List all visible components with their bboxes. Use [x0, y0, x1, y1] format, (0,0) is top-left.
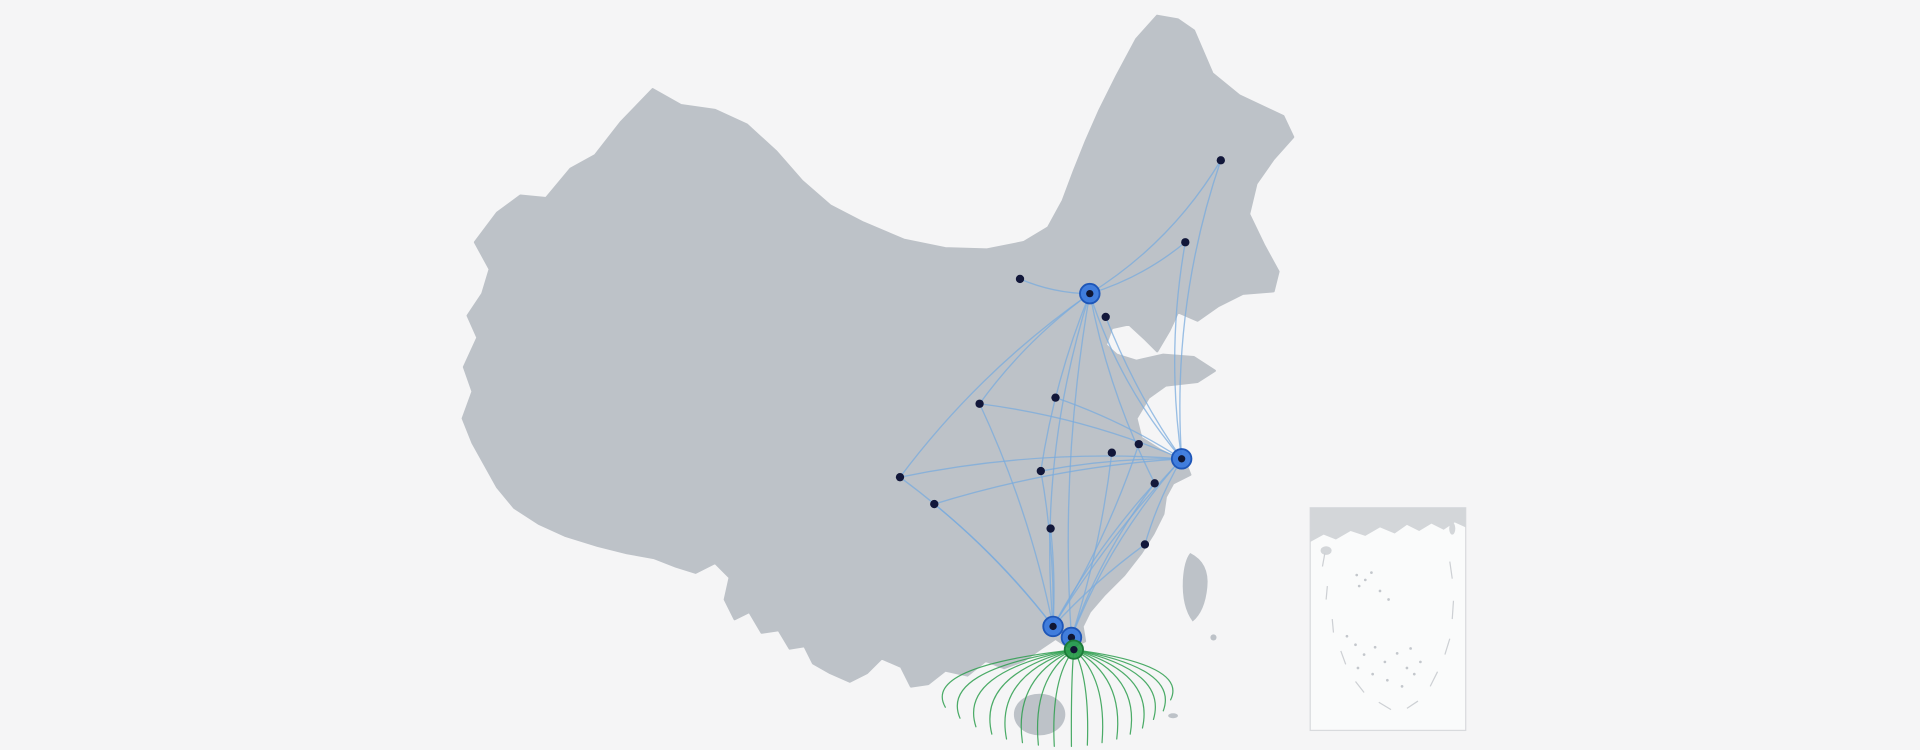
green-route-0 — [941, 649, 1075, 708]
inset-nine-dash-segment — [1321, 552, 1326, 567]
city-dot-xian[interactable] — [975, 399, 984, 408]
inset-island-dot — [1387, 598, 1390, 601]
inset-nine-dash-segment — [1406, 700, 1419, 709]
flight-route-beijing-guangzhou — [1049, 292, 1091, 628]
inset-island-dot — [1345, 634, 1349, 638]
city-dot-shenyang[interactable] — [1181, 238, 1190, 247]
flight-route-shanghai-chongqing — [933, 458, 1183, 505]
flight-route-shanghai-shenyang — [1174, 241, 1186, 460]
inset-hainan-shape — [1320, 546, 1332, 555]
south-china-sea-inset — [1309, 507, 1467, 732]
inset-island-dot — [1357, 584, 1361, 588]
inset-nine-dash-segment — [1378, 701, 1392, 711]
green-route-5 — [1020, 649, 1075, 744]
mainland-china-shape — [461, 14, 1295, 688]
inset-nine-dash-segment — [1340, 650, 1347, 665]
inset-island-dot — [1412, 672, 1416, 676]
inset-island-dot — [1378, 589, 1382, 593]
flight-route-guangzhou-nanjing — [1052, 443, 1140, 628]
flight-route-guangzhou-hangzhou — [1052, 482, 1156, 628]
green-route-11 — [1073, 649, 1119, 740]
flight-route-shanghai-zhengzhou — [1054, 396, 1183, 460]
inset-nine-dash-segment — [1325, 585, 1328, 600]
small-island-shape — [1210, 634, 1217, 641]
green-route-13 — [1073, 649, 1145, 729]
hub-center-dot-shenzhen[interactable] — [1067, 633, 1076, 642]
city-dot-changsha[interactable] — [1046, 524, 1055, 533]
small-island-shape — [1168, 713, 1178, 719]
green-route-15 — [1073, 649, 1166, 712]
flight-route-shenzhen-hangzhou — [1070, 482, 1156, 639]
green-route-10 — [1073, 649, 1104, 744]
inset-island-dot — [1409, 647, 1412, 650]
green-route-14 — [1073, 649, 1156, 721]
city-dot-hefei[interactable] — [1107, 448, 1116, 457]
taiwan-island-shape — [1182, 553, 1208, 622]
green-route-2 — [973, 649, 1075, 728]
flight-route-shanghai-xian — [978, 403, 1183, 460]
inset-nine-dash-segment — [1451, 600, 1455, 620]
hub-center-dot-shanghai[interactable] — [1177, 455, 1186, 463]
city-dot-harbin[interactable] — [1216, 156, 1225, 165]
green-route-8 — [1070, 649, 1075, 747]
hub-center-dot-guangzhou[interactable] — [1049, 622, 1057, 631]
flight-route-guangzhou-xian — [978, 403, 1054, 628]
inset-island-dot — [1386, 678, 1389, 682]
inset-island-dot — [1400, 685, 1404, 688]
flight-route-beijing-wuhan — [1040, 292, 1091, 472]
city-dot-fuzhou[interactable] — [1140, 540, 1150, 549]
inset-taiwan-shape — [1449, 522, 1456, 535]
city-dot-wuhan[interactable] — [1036, 466, 1045, 476]
inset-nine-dash-segment — [1429, 671, 1439, 687]
inset-nine-dash-segment — [1444, 638, 1451, 655]
inset-island-dot — [1363, 578, 1367, 582]
city-dot-chengdu[interactable] — [895, 473, 905, 482]
hub-center-dot-hongkong[interactable] — [1070, 646, 1078, 654]
green-route-3 — [989, 649, 1075, 735]
inset-island-dot — [1371, 672, 1374, 676]
inset-island-dot — [1395, 651, 1399, 655]
flight-route-beijing-chengdu — [899, 292, 1091, 478]
inset-island-dot — [1356, 666, 1360, 670]
flight-route-shanghai-harbin — [1179, 159, 1222, 460]
flight-route-shanghai-shenzhen — [1070, 458, 1183, 639]
inset-nine-dash-segment — [1355, 681, 1365, 693]
city-dot-hohhot[interactable] — [1015, 274, 1025, 284]
flight-route-shenzhen-hefei — [1070, 452, 1113, 639]
inset-island-dot — [1370, 571, 1373, 574]
city-dot-hangzhou[interactable] — [1150, 479, 1159, 488]
city-dot-chongqing[interactable] — [930, 499, 939, 509]
city-dot-nanjing[interactable] — [1134, 439, 1143, 449]
city-dot-tianjin[interactable] — [1101, 312, 1110, 322]
flight-route-shenzhen-beijing — [1067, 292, 1091, 639]
green-route-12 — [1073, 649, 1133, 735]
inset-island-dot — [1405, 666, 1409, 670]
hub-center-dot-beijing[interactable] — [1086, 289, 1094, 298]
green-route-6 — [1036, 649, 1075, 746]
inset-nine-dash-segment — [1449, 561, 1453, 579]
inset-island-dot — [1355, 573, 1359, 577]
flight-route-beijing-shenyang — [1089, 241, 1186, 295]
green-route-16 — [1073, 649, 1174, 701]
inset-island-dot — [1373, 645, 1377, 649]
flight-route-beijing-shanghai — [1089, 292, 1183, 460]
green-route-1 — [956, 649, 1075, 719]
inset-island-dot — [1419, 660, 1422, 664]
flight-route-beijing-hangzhou — [1089, 292, 1156, 484]
flight-route-shanghai-chengdu — [899, 455, 1183, 478]
green-route-9 — [1073, 649, 1089, 746]
flight-route-guangzhou-fuzhou — [1052, 543, 1146, 628]
hainan-island-shape — [1013, 693, 1066, 736]
inset-island-dot — [1354, 643, 1357, 647]
flight-route-beijing-harbin — [1089, 159, 1222, 295]
flight-route-shanghai-tianjin — [1105, 316, 1183, 460]
city-dot-zhengzhou[interactable] — [1051, 393, 1060, 402]
green-route-4 — [1004, 649, 1075, 740]
flight-route-guangzhou-chongqing — [933, 503, 1054, 628]
inset-island-dot — [1383, 660, 1387, 664]
inset-island-dot — [1362, 653, 1366, 656]
inset-coast-shape — [1310, 507, 1466, 543]
inset-nine-dash-segment — [1331, 619, 1335, 633]
